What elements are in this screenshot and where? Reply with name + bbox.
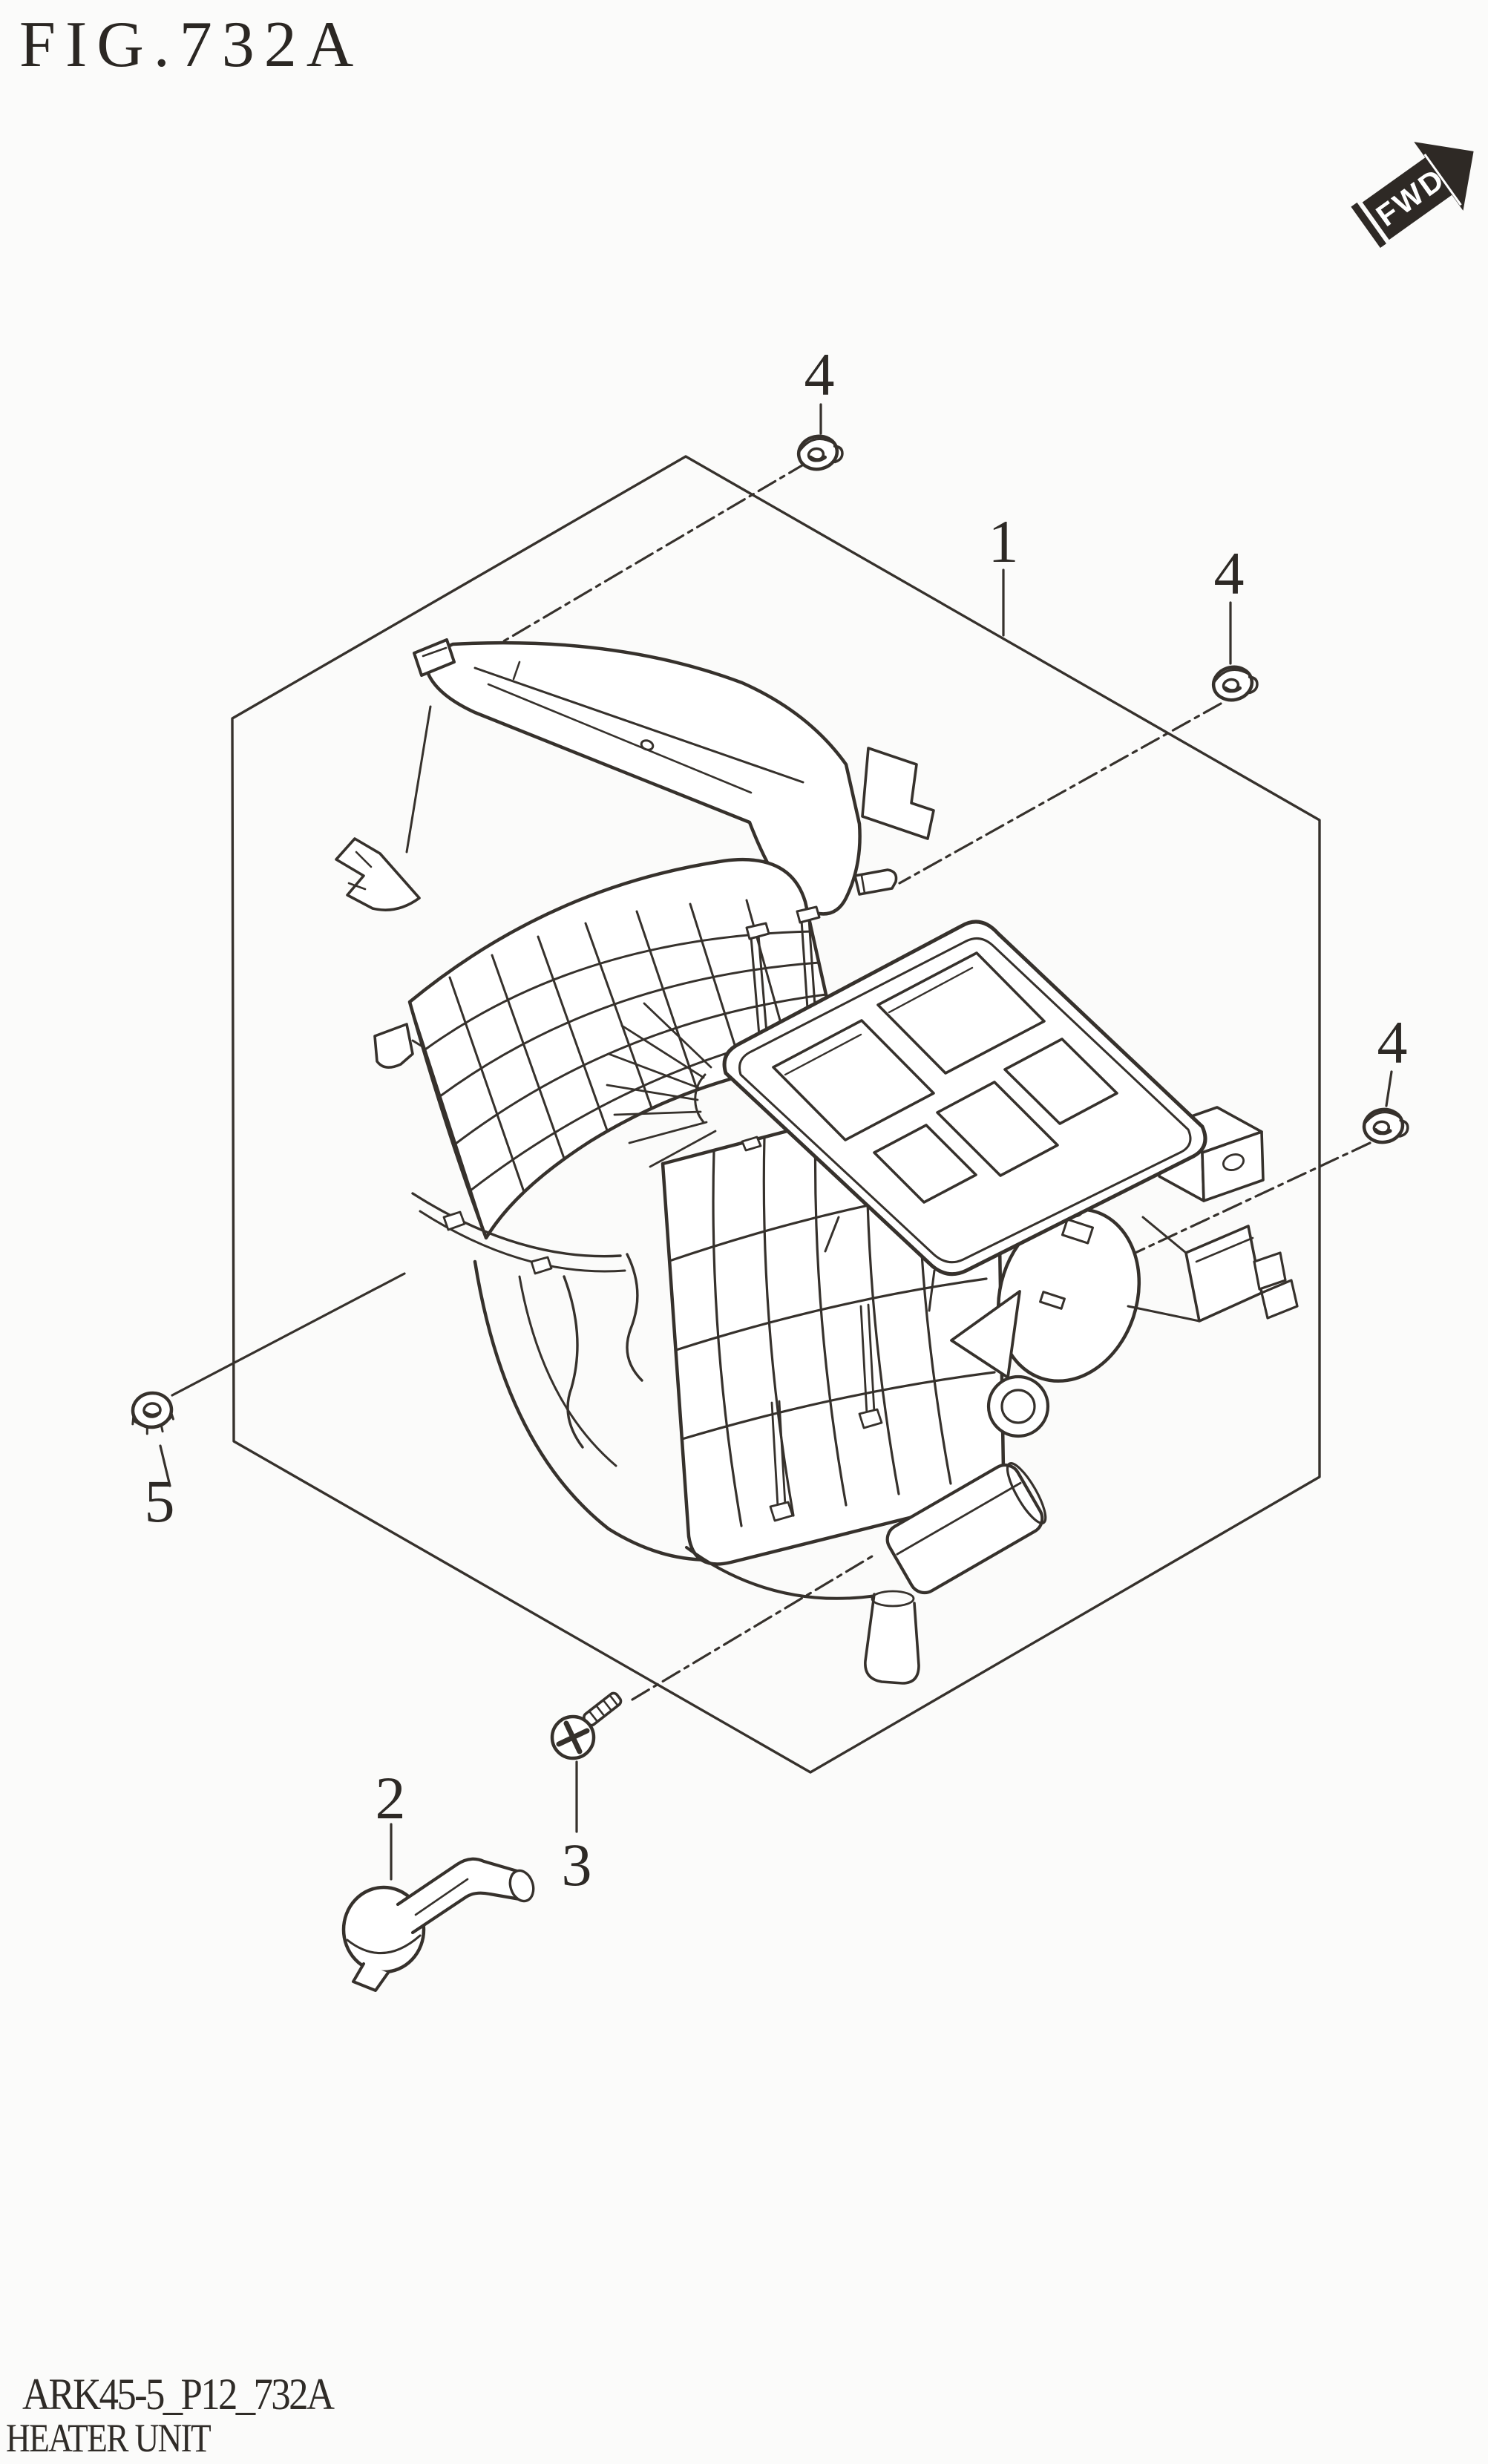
center-lines bbox=[479, 462, 1371, 1701]
fwd-arrow-edge bbox=[1351, 202, 1386, 249]
actuator-motor bbox=[885, 1290, 1050, 1595]
callout-label-1: 1 bbox=[989, 508, 1019, 575]
grommet-icon-top bbox=[796, 432, 845, 473]
fan-spokes bbox=[606, 1002, 717, 1168]
center-line-grommet-top bbox=[479, 462, 807, 656]
leader-lines bbox=[159, 403, 1393, 1881]
drain-hose-icon bbox=[341, 1857, 535, 1992]
boundary-box bbox=[231, 455, 1321, 1774]
callout-label-5: 5 bbox=[145, 1467, 175, 1535]
flange-nut-icon bbox=[130, 1391, 174, 1435]
screw-icon bbox=[550, 1691, 623, 1760]
grommet-icon-right-upper bbox=[1210, 663, 1259, 704]
grommet-icon-right-lower bbox=[1362, 1107, 1409, 1145]
callout-label-2: 2 bbox=[376, 1764, 406, 1832]
heater-pipe-stub bbox=[853, 868, 898, 896]
footer-code: ARK45-5_P12_732A bbox=[22, 2370, 335, 2419]
left-brackets bbox=[335, 705, 436, 1069]
callout-label-4-right-lower: 4 bbox=[1377, 1009, 1408, 1076]
case-bottom bbox=[685, 1546, 920, 1685]
fwd-arrow-body bbox=[1362, 142, 1474, 240]
blower-fan-housing bbox=[473, 1002, 730, 1562]
upper-bracket bbox=[861, 747, 935, 840]
heater-unit-drawing bbox=[335, 638, 1299, 1685]
center-line-screw bbox=[631, 1553, 877, 1701]
defroster-duct bbox=[413, 638, 898, 916]
drain-spout bbox=[864, 1593, 920, 1685]
fwd-arrow: FWD bbox=[1351, 142, 1474, 249]
callout-label-4-right-upper: 4 bbox=[1214, 540, 1245, 607]
center-line-grommet-lower bbox=[1112, 1141, 1371, 1265]
hanging-straps bbox=[769, 1303, 883, 1522]
core-tray bbox=[722, 920, 1207, 1312]
footer-caption: HEATER UNIT bbox=[6, 2416, 212, 2460]
mode-control-disc bbox=[996, 1205, 1141, 1383]
center-line-grommet-upper bbox=[898, 702, 1222, 885]
callout-label-3: 3 bbox=[562, 1831, 592, 1898]
figure-title: FIG.732A bbox=[19, 9, 364, 81]
callout-label-4-top: 4 bbox=[804, 341, 835, 408]
